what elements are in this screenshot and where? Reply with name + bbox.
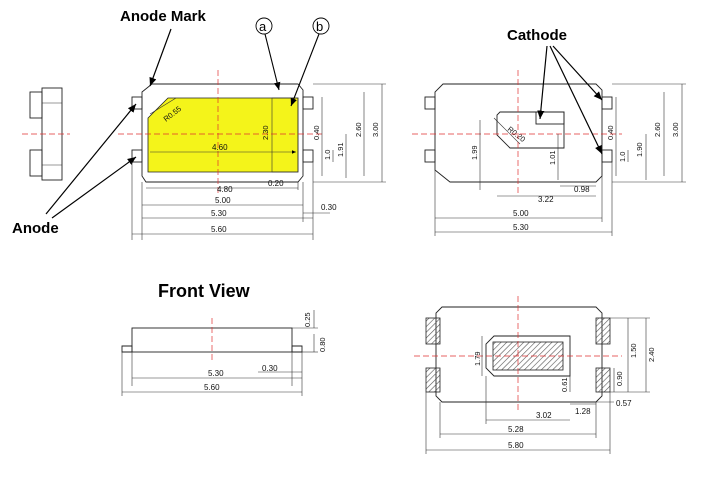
cathode-label: Cathode [507,27,567,44]
tr-v-1-01: 1.01 [548,150,557,165]
anode-label: Anode [12,220,59,237]
fv-v-0-80: 0.80 [318,337,327,352]
v-1-91: 1.91 [336,142,345,157]
tr-v-1-90: 1.90 [635,142,644,157]
br-dim-0-57: 0.57 [616,399,632,408]
dim-5-00: 5.00 [215,196,231,205]
front-view: 0.25 0.80 5.30 0.30 5.60 [121,310,327,396]
tr-v-0-40: 0.40 [606,125,615,140]
bottom-pad-br [595,367,611,393]
br-v-1-79: 1.79 [473,351,482,366]
br-v-0-61: 0.61 [560,377,569,392]
br-dim-5-80: 5.80 [508,441,524,450]
top-left-dims: 4.80 0.20 5.00 5.30 0.30 5.60 3.00 2.60 … [131,83,386,240]
side-view [22,87,70,181]
v-3-00: 3.00 [371,122,380,137]
fv-dim-0-30: 0.30 [262,364,278,373]
br-v-0-90: 0.90 [615,371,624,386]
dim-5-30: 5.30 [211,209,227,218]
marker-a: a [255,17,281,91]
tr-dim-3-22: 3.22 [538,195,554,204]
bottom-pad-bl [425,367,441,393]
v-2-60: 2.60 [354,122,363,137]
bottom-pad-tr [595,317,611,345]
dim-0-30: 0.30 [321,203,337,212]
svg-text:a: a [259,19,267,34]
br-v-1-50: 1.50 [629,343,638,358]
tr-v-1-99: 1.99 [470,145,479,160]
br-v-2-40: 2.40 [647,347,656,362]
tr-dim-5-30: 5.30 [513,223,529,232]
dim-4-60: 4.60 [212,143,228,152]
dim-5-60: 5.60 [211,225,227,234]
fv-dim-5-30: 5.30 [208,369,224,378]
br-dim-3-02: 3.02 [536,411,552,420]
top-view-chip: R0.55 2.30 4.60 [118,70,322,194]
fv-v-0-25: 0.25 [303,312,312,327]
bottom-pad-tl [425,317,441,345]
tr-dim-0-98: 0.98 [574,185,590,194]
v-1-0: 1.0 [323,150,332,160]
tr-dim-5-00: 5.00 [513,209,529,218]
fv-dim-5-60: 5.60 [204,383,220,392]
front-view-label: Front View [158,281,250,301]
top-right-view: R0.20 1.99 1.01 0.98 3.22 5.00 5.30 3.00… [412,45,686,236]
marker-b: b [290,17,330,107]
dim-4-80: 4.80 [217,185,233,194]
tr-v-3-00: 3.00 [671,122,680,137]
anode-mark-label: Anode Mark [120,8,206,25]
tr-v-2-60: 2.60 [653,122,662,137]
svg-text:b: b [316,19,323,34]
br-dim-1-28: 1.28 [575,407,591,416]
dim-0-20: 0.20 [268,179,284,188]
br-dim-5-28: 5.28 [508,425,524,434]
v-0-40: 0.40 [312,125,321,140]
chip-height-label: 2.30 [261,125,270,140]
bottom-view: 1.79 0.61 0.90 1.50 2.40 1.28 0.57 3.02 … [414,296,656,454]
tr-v-1-0: 1.0 [618,152,627,162]
